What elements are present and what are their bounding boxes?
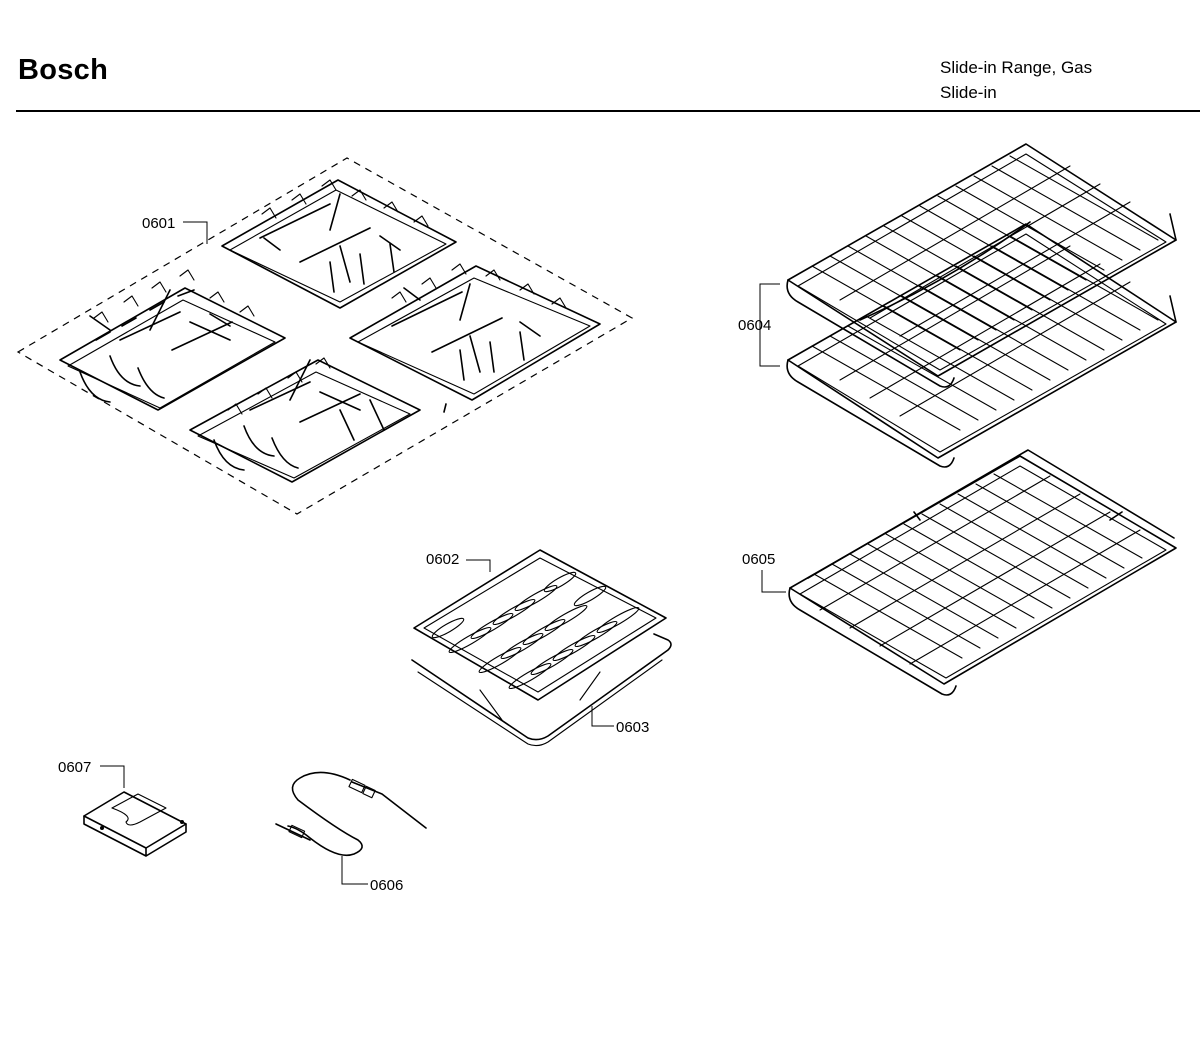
callout-0602: 0602 — [426, 551, 459, 568]
callout-0604: 0604 — [738, 317, 771, 334]
bracket-illustration[interactable] — [83, 791, 187, 857]
callout-0605: 0605 — [742, 551, 775, 568]
oven-racks-illustration[interactable] — [786, 143, 1177, 468]
broil-pan-illustration[interactable] — [411, 549, 672, 747]
callout-0606: 0606 — [370, 877, 403, 894]
brand-logo: Bosch — [18, 54, 109, 86]
burner-grates-illustration[interactable] — [16, 157, 634, 515]
callout-0607: 0607 — [58, 759, 91, 776]
callout-0601: 0601 — [142, 215, 175, 232]
callout-0603: 0603 — [616, 719, 649, 736]
model-description: Slide-in Range, Gas — [940, 58, 1093, 77]
model-subtype: Slide-in — [940, 83, 997, 102]
header-divider — [16, 110, 1200, 112]
gliding-rack-illustration[interactable] — [788, 449, 1177, 696]
meat-probe-illustration[interactable] — [275, 771, 427, 857]
